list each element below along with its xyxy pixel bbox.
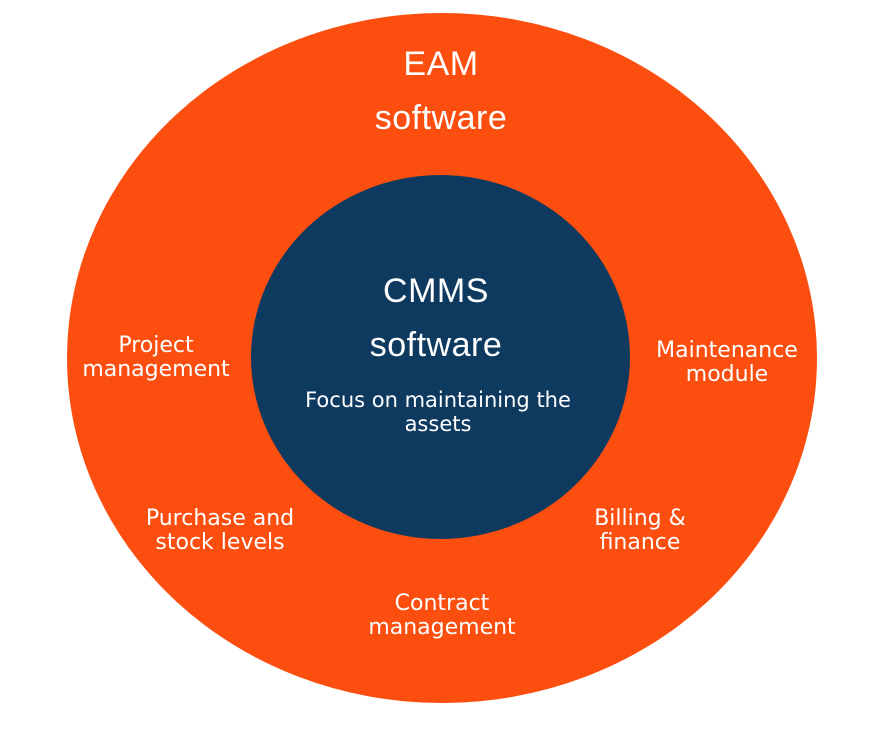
cmms-circle-description: Focus on maintaining the assets	[305, 388, 571, 436]
feature-maintenance-module: Maintenance module	[656, 338, 798, 387]
feature-purchase-stock-levels: Purchase and stock levels	[145, 506, 295, 555]
feature-billing-finance: Billing & finance	[594, 506, 686, 555]
feature-contract-management: Contract management	[368, 591, 516, 640]
eam-circle-title: EAM software	[374, 45, 508, 137]
cmms-circle	[251, 175, 630, 539]
feature-project-management: Project management	[82, 333, 230, 382]
cmms-circle-title: CMMS software	[369, 272, 503, 364]
